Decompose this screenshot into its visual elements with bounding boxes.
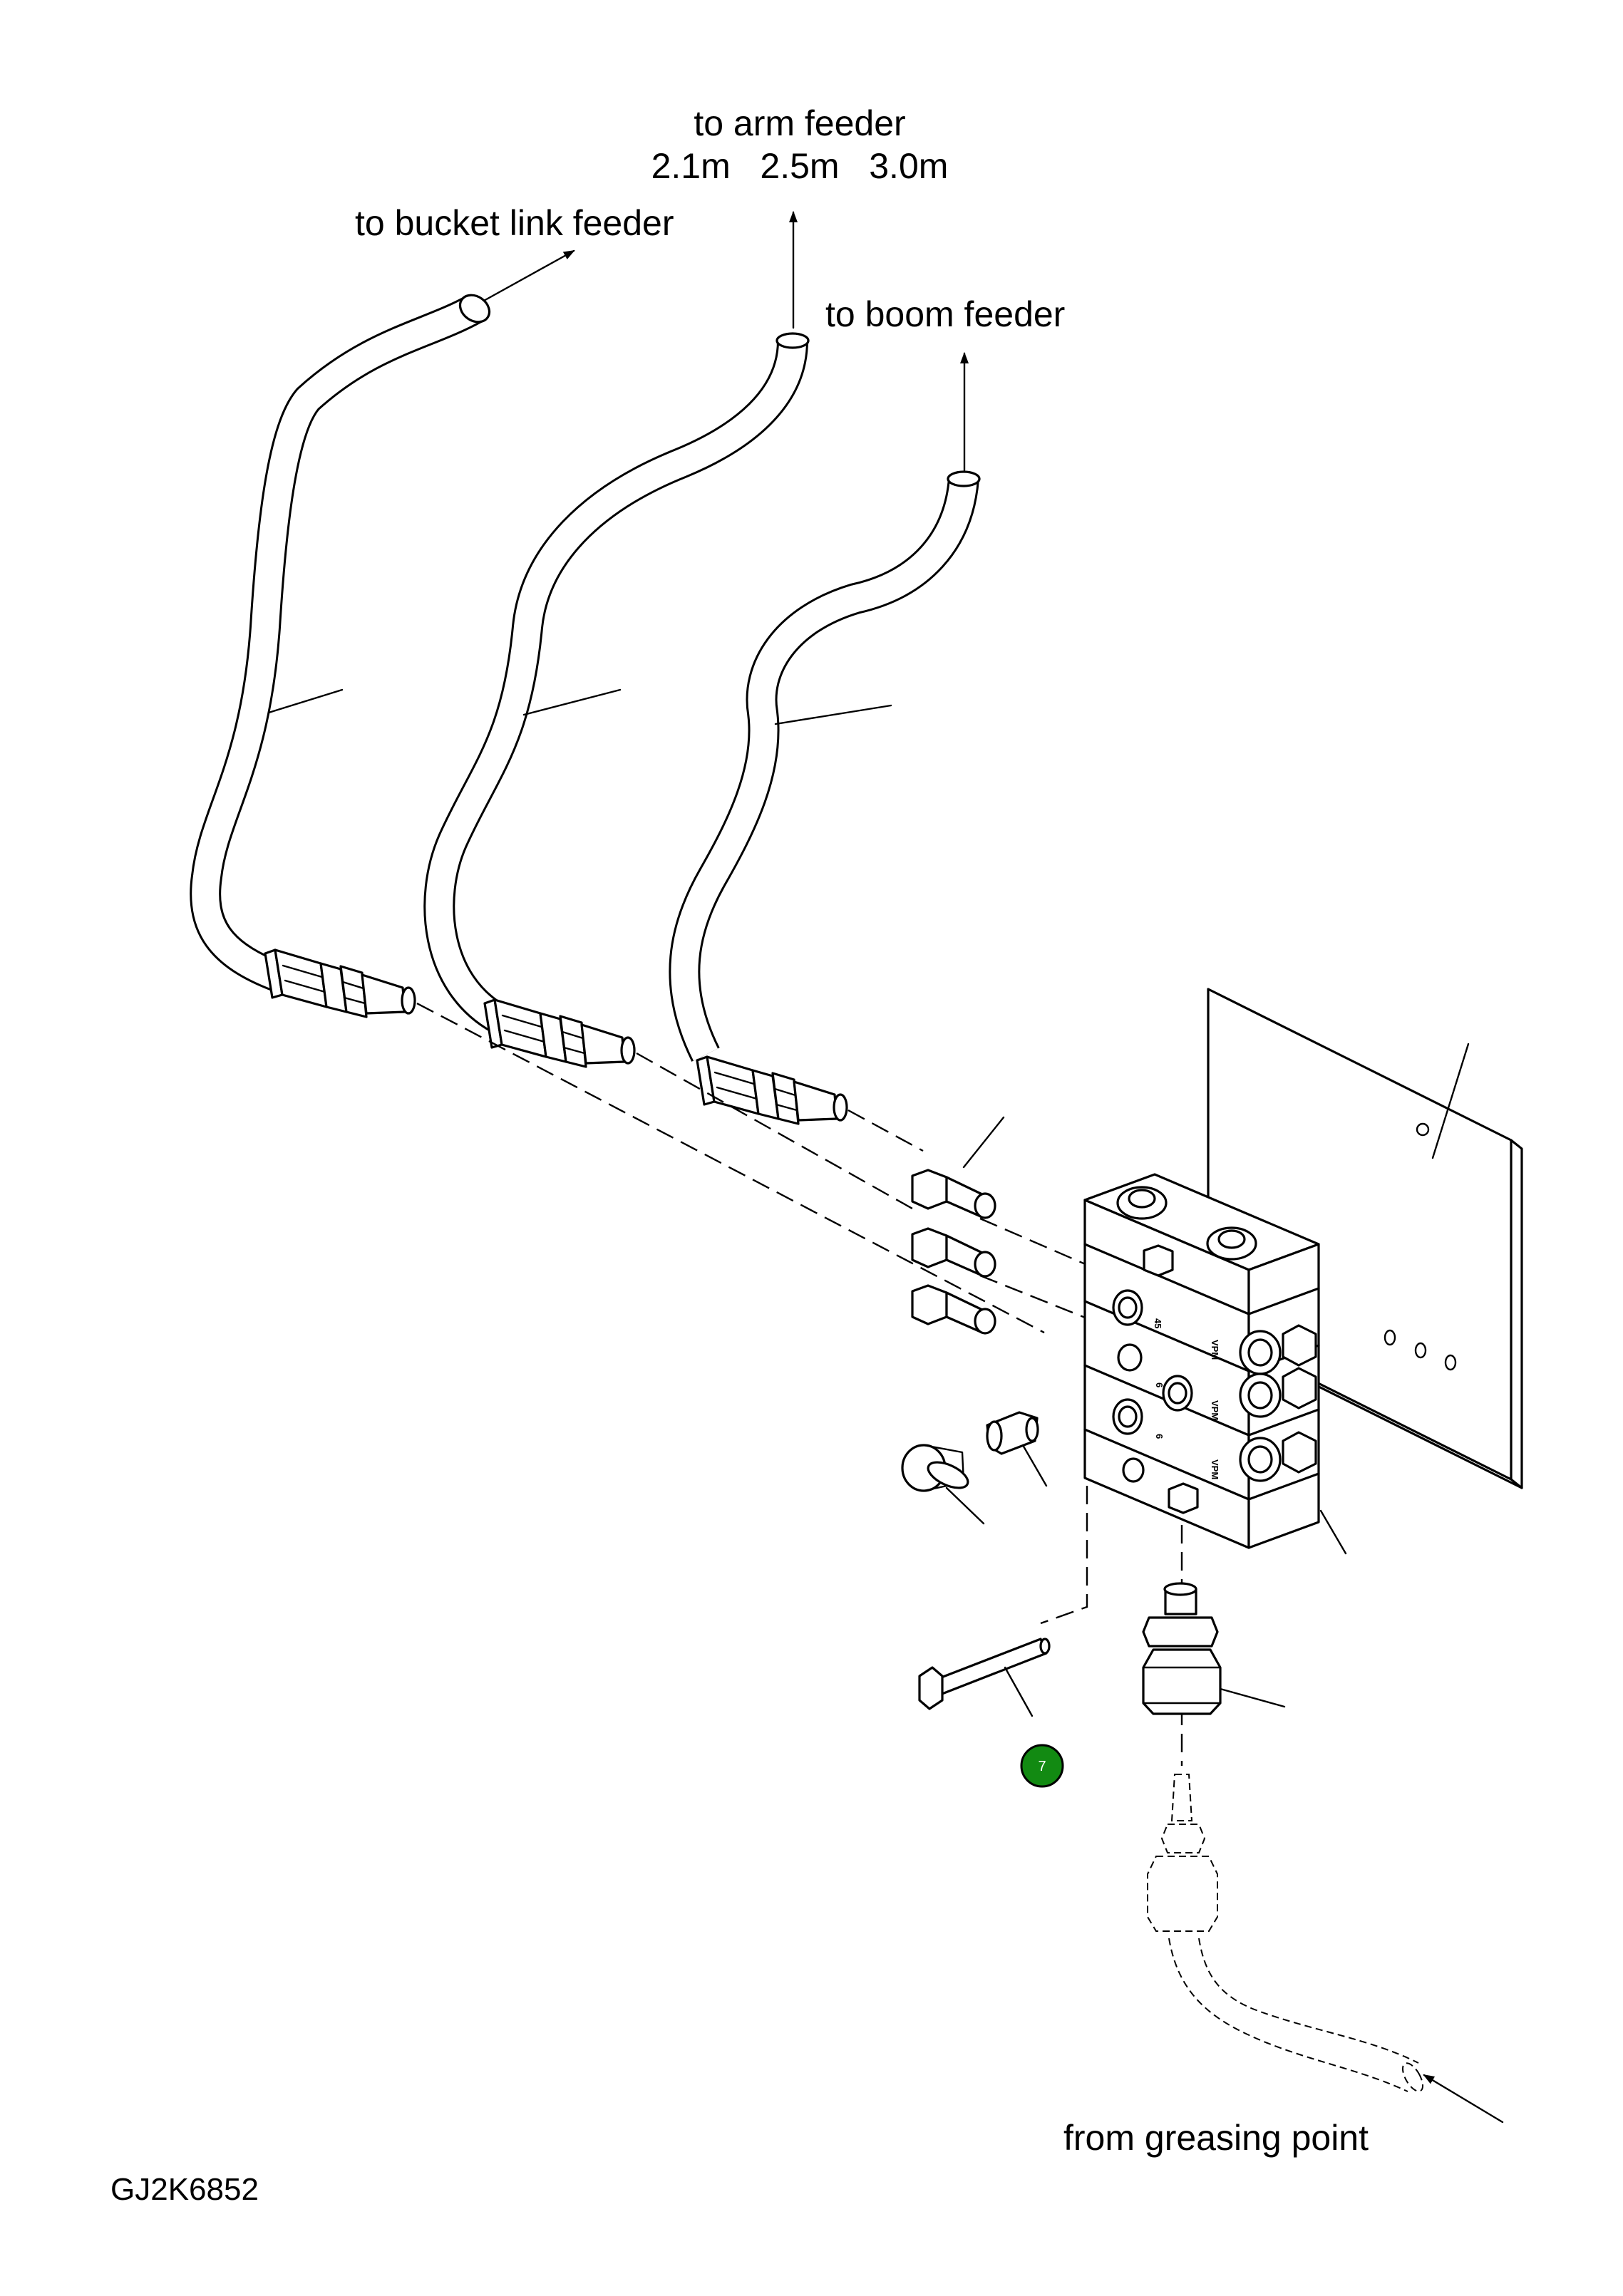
callout-badge-circle[interactable] bbox=[1020, 1744, 1064, 1788]
callout-badge-number: 7 bbox=[1038, 1759, 1046, 1774]
assembly-line-3 bbox=[847, 1109, 924, 1152]
straight-connector-2 bbox=[911, 1227, 996, 1278]
grease-nipple bbox=[986, 1411, 1048, 1487]
block-stamp-vpm-3: VPM bbox=[1210, 1459, 1220, 1479]
bolt-assembly-line bbox=[1040, 1486, 1088, 1625]
block-stamp-vpm-1: VPM bbox=[1210, 1340, 1220, 1360]
block-stamp-vpm-2: VPM bbox=[1210, 1400, 1220, 1420]
bucket-link-arrow bbox=[475, 249, 575, 306]
block-stamp-6-a: 6 bbox=[1154, 1382, 1165, 1387]
hose-arm-feeder bbox=[423, 332, 810, 1068]
hose-boom-feeder-fitting bbox=[696, 1055, 848, 1125]
hose-bucket-link bbox=[190, 294, 491, 1018]
dust-cap bbox=[901, 1444, 985, 1525]
boom-feeder-label: to boom feeder bbox=[825, 294, 1065, 334]
assembly-line-1 bbox=[416, 1002, 1045, 1334]
greasing-point-arrow bbox=[1423, 2074, 1504, 2124]
arm-feeder-label: to arm feeder bbox=[694, 103, 905, 143]
arm-feeder-lengths-label: 2.1m 2.5m 3.0m bbox=[651, 146, 949, 186]
bucket-link-feeder-label: to bucket link feeder bbox=[355, 203, 674, 243]
inlet-fitting bbox=[1142, 1582, 1286, 1715]
drawing-code: GJ2K6852 bbox=[110, 2172, 259, 2207]
callout-badge-7[interactable]: 7 bbox=[1020, 1744, 1064, 1788]
block-stamp-6-b: 6 bbox=[1154, 1434, 1165, 1439]
hose-boom-feeder bbox=[669, 470, 981, 1125]
assembly-line-5 bbox=[979, 1274, 1088, 1320]
assembly-line-4 bbox=[979, 1217, 1088, 1266]
mounting-bolt bbox=[918, 1638, 1051, 1717]
straight-connectors bbox=[911, 1116, 1005, 1335]
greasing-point-label: from greasing point bbox=[1063, 2118, 1369, 2158]
block-stamp-45: 45 bbox=[1153, 1318, 1163, 1328]
hose-arm-feeder-fitting bbox=[483, 998, 636, 1068]
straight-connector-3 bbox=[911, 1284, 996, 1335]
hose-bucket-link-fitting bbox=[264, 948, 416, 1018]
distributor-block: VPM VPM VPM 45 6 6 bbox=[1083, 1173, 1347, 1555]
greasing-supply-line bbox=[1147, 1774, 1423, 2092]
straight-connector-1 bbox=[911, 1116, 1005, 1219]
